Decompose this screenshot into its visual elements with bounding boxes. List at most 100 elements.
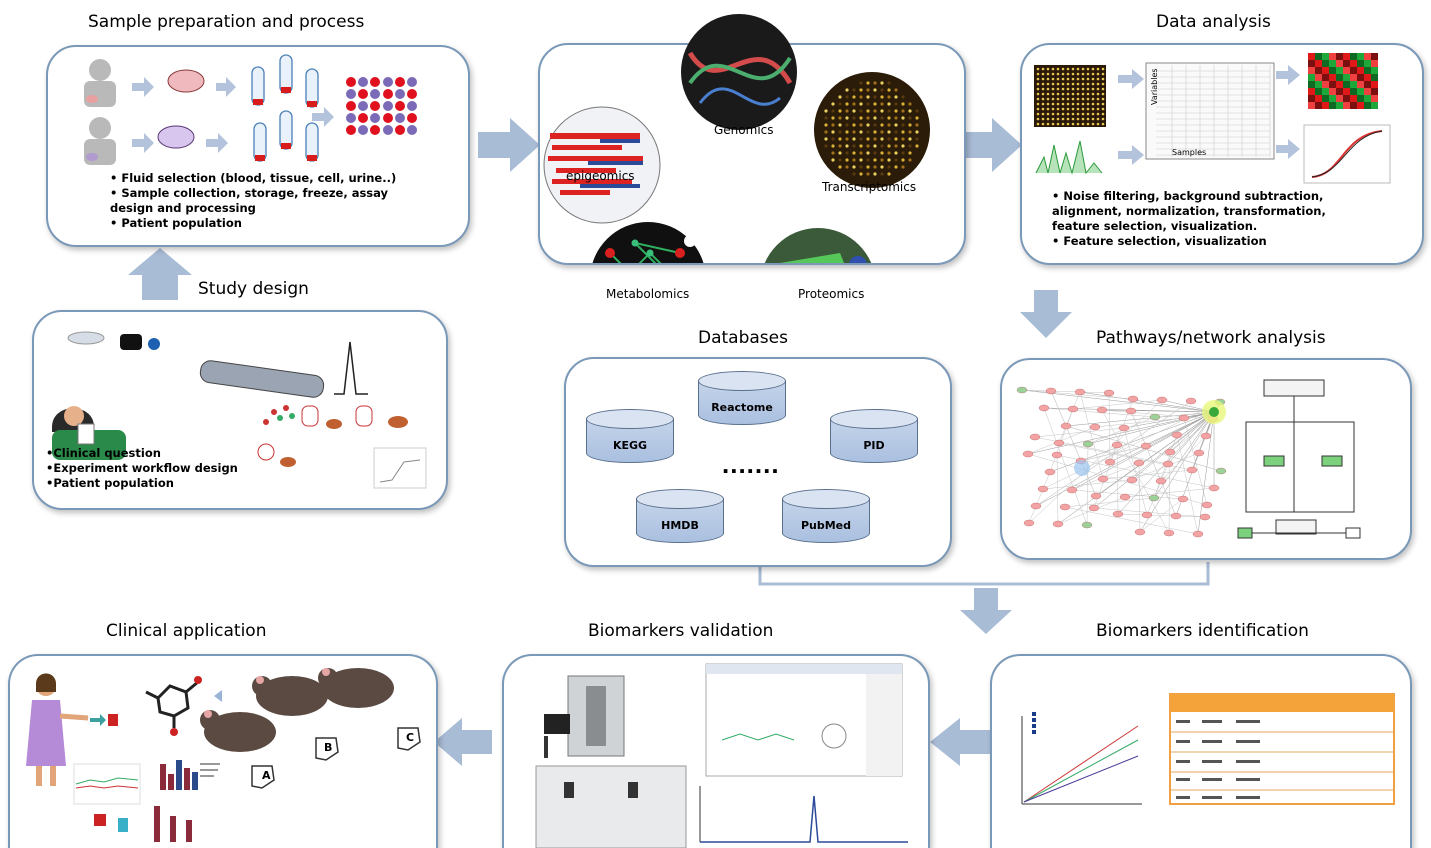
chromatogram-image: [1034, 135, 1106, 175]
well: [407, 89, 417, 99]
well: [370, 77, 381, 87]
well: [346, 113, 356, 123]
panel-data-analysis: Variables Samples • Noise filtering, bac…: [1020, 43, 1424, 265]
software-screenshot-image: [705, 663, 903, 777]
sample-bullets: • Fluid selection (blood, tissue, cell, …: [110, 171, 396, 231]
sample-bullet: • Patient population: [110, 216, 242, 230]
db-pubmed-label: PubMed: [800, 519, 852, 532]
label-metabolomics: Metabolomics: [606, 287, 690, 301]
well: [394, 77, 405, 87]
well: [346, 77, 356, 87]
data-analysis-illustration: [1034, 53, 1391, 184]
well: [382, 125, 393, 135]
study-bullets: •Clinical question •Experiment workflow …: [46, 446, 238, 491]
rat-icon: [200, 668, 394, 752]
label-genomics: Genomics: [714, 123, 774, 137]
title-data-analysis: Data analysis: [1156, 12, 1271, 32]
title-biomarkers-validation: Biomarkers validation: [588, 621, 774, 641]
analysis-bullets: • Noise filtering, background subtractio…: [1052, 189, 1326, 249]
proteomics-image: [764, 228, 872, 263]
instrument-column-icon: [199, 360, 325, 398]
title-biomarkers-identification: Biomarkers identification: [1096, 621, 1309, 641]
analysis-bullet: • Feature selection, visualization: [1052, 234, 1267, 248]
arrow-down-analysis-to-pathways: [1020, 290, 1072, 338]
sample-bullet: • Fluid selection (blood, tissue, cell, …: [110, 171, 397, 185]
tissue-sample-icon: [167, 69, 205, 93]
title-sample-prep: Sample preparation and process: [88, 12, 365, 32]
well: [358, 101, 369, 111]
transcriptomics-image: [814, 72, 930, 188]
validation-illustration: [535, 663, 914, 848]
db-pubmed: PubMed: [782, 489, 870, 553]
arrow-down-to-identification: [960, 588, 1012, 634]
well: [370, 89, 381, 99]
well: [358, 89, 369, 99]
title-clinical-application: Clinical application: [106, 621, 267, 641]
well-plate-grid: [346, 77, 420, 137]
panel-study-design: •Clinical question •Experiment workflow …: [32, 310, 448, 510]
label-proteomics: Proteomics: [798, 287, 865, 301]
patient-icon: [84, 117, 116, 165]
title-pathways: Pathways/network analysis: [1096, 328, 1326, 348]
well: [407, 113, 417, 123]
well: [394, 89, 405, 99]
data-matrix-image: [1145, 62, 1275, 160]
arrow-right-omics-to-analysis: [962, 118, 1022, 172]
db-hmdb-label: HMDB: [661, 519, 699, 532]
well: [358, 125, 369, 135]
well: [382, 101, 393, 111]
well: [407, 77, 417, 87]
panel-omics: Genomics Transcriptomics epigeomics Meta…: [538, 14, 966, 301]
db-hmdb: HMDB: [636, 489, 724, 553]
well: [370, 101, 381, 111]
compound-table-image: [1169, 693, 1395, 805]
well: [394, 113, 405, 123]
calibration-plot-image: [1021, 712, 1142, 805]
analysis-bullet: • Noise filtering, background subtractio…: [1052, 189, 1324, 203]
tissue-sample-icon: [157, 125, 195, 149]
sigmoid-plot-image: [1303, 124, 1391, 184]
scientist-icon: [52, 406, 126, 460]
db-reactome-label: Reactome: [711, 401, 773, 414]
panel-biomarkers-identification: [990, 654, 1412, 848]
well: [394, 125, 405, 135]
omics-illustration: [543, 14, 930, 263]
identification-illustration: [1021, 693, 1395, 805]
db-ellipsis: .......: [722, 449, 780, 479]
well: [382, 89, 393, 99]
well: [346, 101, 356, 111]
arrow-left-identification-to-validation: [930, 718, 990, 766]
arrow-right-sample-to-omics: [478, 118, 540, 172]
well: [382, 77, 393, 87]
label-transcriptomics: Transcriptomics: [822, 180, 917, 194]
panel-sample-prep: • Fluid selection (blood, tissue, cell, …: [46, 45, 470, 247]
matrix-axis-variables: Variables: [1150, 68, 1159, 105]
arrow-left-validation-to-clinical: [434, 718, 492, 766]
rat-label-b: B: [324, 741, 333, 754]
well: [407, 101, 417, 111]
well: [358, 113, 369, 123]
analysis-bullet: alignment, normalization, transformation…: [1052, 204, 1326, 218]
sample-bullet: design and processing: [110, 201, 256, 215]
study-design-illustration: [52, 331, 427, 489]
sample-tubes-icon: [251, 54, 319, 162]
title-databases: Databases: [698, 328, 788, 348]
well: [346, 125, 356, 135]
sample-bullet: • Sample collection, storage, freeze, as…: [110, 186, 389, 200]
bracket-connector: [758, 562, 1210, 586]
study-bullet: •Clinical question: [46, 446, 161, 460]
study-bullet: •Patient population: [46, 476, 174, 490]
db-pid-label: PID: [863, 439, 885, 452]
db-kegg-label: KEGG: [612, 439, 648, 452]
db-kegg: KEGG: [586, 409, 674, 473]
heatmap-image: [1308, 53, 1378, 109]
microarray-image: [1034, 65, 1106, 127]
mass-spectrometer-icon: [544, 675, 625, 758]
molecule-icon: [145, 680, 199, 728]
chromatogram-validation-image: [694, 778, 914, 848]
well: [370, 125, 381, 135]
pathway-network-image: [1016, 379, 1361, 539]
well: [358, 77, 369, 87]
title-study-design: Study design: [198, 279, 309, 299]
